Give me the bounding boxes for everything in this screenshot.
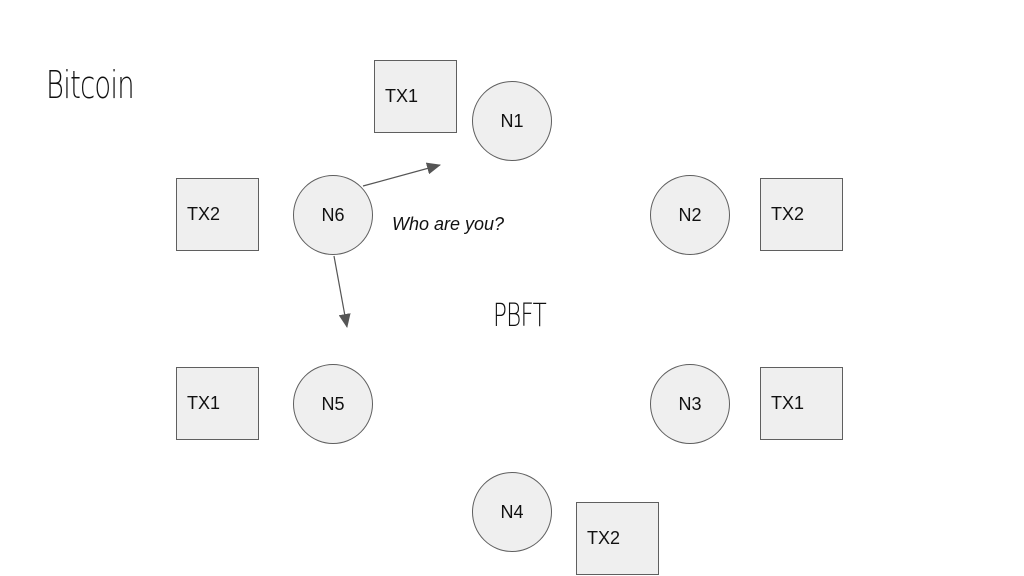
edge-caption: Who are you?: [392, 214, 505, 234]
tx-box-n6: TX2: [176, 178, 259, 251]
node-label: N4: [500, 502, 524, 522]
node-n6: N6: [293, 175, 373, 255]
tx-box-n1: TX1: [374, 60, 457, 133]
node-n2: N2: [650, 175, 730, 255]
tx-label: TX2: [587, 528, 621, 548]
title-pbft: PBFT: [493, 296, 547, 334]
node-label: N6: [321, 205, 345, 225]
tx-label: TX1: [771, 393, 805, 413]
tx-label: TX2: [771, 204, 805, 224]
tx-label: TX2: [187, 204, 221, 224]
node-label: N5: [321, 394, 345, 414]
tx-label: TX1: [187, 393, 221, 413]
node-n5: N5: [293, 364, 373, 444]
edge-n6-to-n1: [362, 162, 441, 187]
node-n3: N3: [650, 364, 730, 444]
node-n1: N1: [472, 81, 552, 161]
tx-box-n2: TX2: [760, 178, 843, 251]
title-bitcoin: Bitcoin: [46, 63, 135, 107]
node-n4: N4: [472, 472, 552, 552]
tx-box-n3: TX1: [760, 367, 843, 440]
edge-n6-to-n5: [333, 255, 351, 328]
tx-box-n5: TX1: [176, 367, 259, 440]
tx-box-n4: TX2: [576, 502, 659, 575]
tx-label: TX1: [385, 86, 419, 106]
node-label: N3: [678, 394, 702, 414]
node-label: N1: [500, 111, 524, 131]
node-label: N2: [678, 205, 702, 225]
